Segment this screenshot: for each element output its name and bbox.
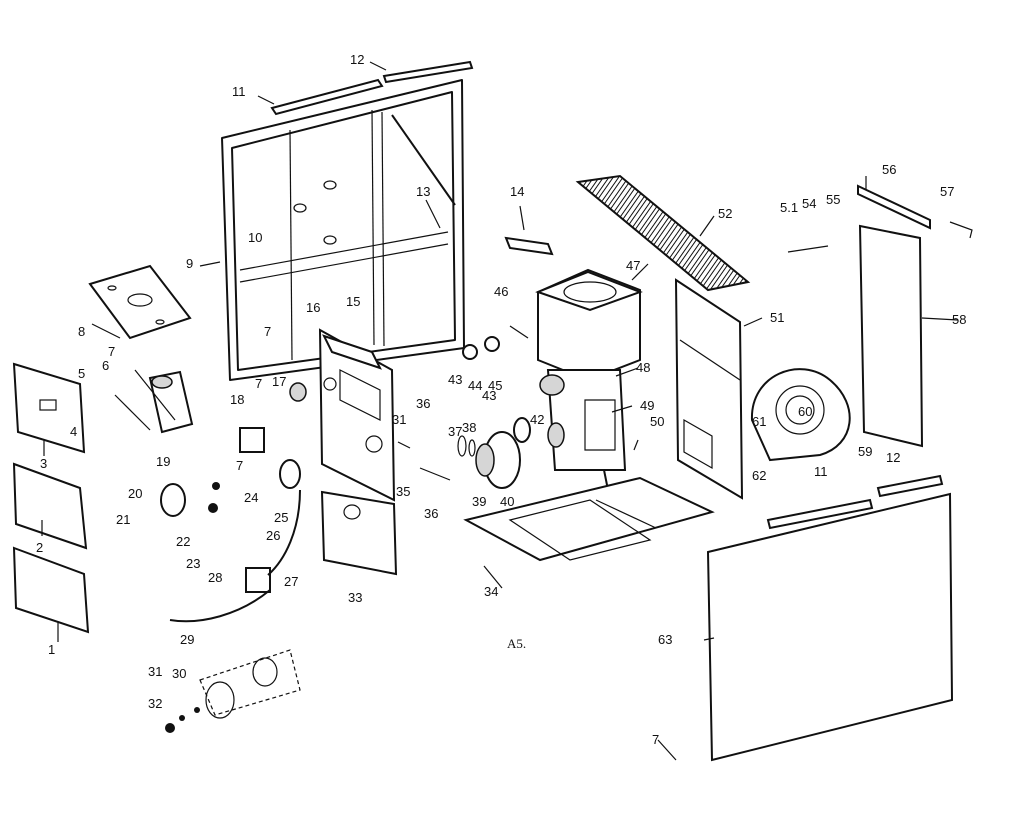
callout-44: 44 <box>468 378 482 393</box>
callout-11a: 11 <box>232 84 246 99</box>
callout-10: 10 <box>248 230 262 245</box>
small-parts <box>397 236 829 481</box>
callout-30: 30 <box>172 666 186 681</box>
callout-57: 57 <box>940 184 954 199</box>
callout-60: 60 <box>798 404 812 419</box>
burner-panels <box>318 328 398 576</box>
callout-17: 17 <box>272 374 286 389</box>
callout-18: 18 <box>230 392 244 407</box>
callout-23: 23 <box>186 556 200 571</box>
callout-22: 22 <box>176 534 190 549</box>
callout-11b: 11 <box>814 464 828 479</box>
callout-52: 52 <box>718 206 732 221</box>
callout-36b: 36 <box>424 506 438 521</box>
callout-63: 63 <box>658 632 672 647</box>
callout-55: 55 <box>826 192 840 207</box>
callout-50: 50 <box>650 414 664 429</box>
callout-5: 5 <box>78 366 85 381</box>
callout-39: 39 <box>472 494 486 509</box>
callout-7a: 7 <box>108 344 115 359</box>
callout-51: 51 <box>770 310 784 325</box>
callout-21: 21 <box>116 512 130 527</box>
callout-35: 35 <box>396 484 410 499</box>
callout-1: 1 <box>48 642 55 657</box>
callout-4: 4 <box>70 424 77 439</box>
callout-7e: 7 <box>652 732 659 747</box>
callout-29: 29 <box>180 632 194 647</box>
control-wiring <box>169 489 301 623</box>
heat-exchanger <box>535 268 643 491</box>
callout-46: 46 <box>494 284 508 299</box>
side-panel-58 <box>857 184 973 448</box>
callout-20: 20 <box>128 486 142 501</box>
gas-pipe-assembly <box>165 649 301 733</box>
callout-34: 34 <box>484 584 498 599</box>
callout-31a: 31 <box>148 664 162 679</box>
callout-48: 48 <box>636 360 650 375</box>
callout-58: 58 <box>952 312 966 327</box>
callout-28: 28 <box>208 570 222 585</box>
callout-59: 59 <box>858 444 872 459</box>
filter-52 <box>575 174 751 292</box>
callout-47: 47 <box>626 258 640 273</box>
callout-14: 14 <box>510 184 524 199</box>
callout-37: 37 <box>448 424 462 439</box>
burner-parts-left <box>114 369 307 517</box>
callout-43a: 43 <box>448 372 462 387</box>
callout-26: 26 <box>266 528 280 543</box>
callout-12a: 12 <box>350 52 364 67</box>
callout-7b: 7 <box>255 376 262 391</box>
callout-12b: 12 <box>886 450 900 465</box>
callout-6: 6 <box>102 358 109 373</box>
callout-19: 19 <box>156 454 170 469</box>
rear-panel-51 <box>674 278 744 500</box>
callout-54: 54 <box>802 196 816 211</box>
callout-labels: 1 2 3 4 5 6 7 7 7 7 7 8 9 10 11 11 12 12… <box>36 52 966 747</box>
callout-51s: 5.1 <box>780 200 798 215</box>
callout-9: 9 <box>186 256 193 271</box>
blower-59 <box>750 368 851 462</box>
callout-16: 16 <box>306 300 320 315</box>
callout-31b: 31 <box>392 412 406 427</box>
callout-13: 13 <box>416 184 430 199</box>
callout-8: 8 <box>78 324 85 339</box>
callout-25: 25 <box>274 510 288 525</box>
callout-61: 61 <box>752 414 766 429</box>
figure-caption: A5. <box>507 636 526 651</box>
callout-24: 24 <box>244 490 258 505</box>
top-plate-8 <box>88 264 192 340</box>
callout-15: 15 <box>346 294 360 309</box>
inducer-and-blower-motor <box>457 417 531 489</box>
callout-3: 3 <box>40 456 47 471</box>
access-doors <box>12 362 90 634</box>
callout-33: 33 <box>348 590 362 605</box>
callout-38: 38 <box>462 420 476 435</box>
callout-45: 45 <box>488 378 502 393</box>
callout-27: 27 <box>284 574 298 589</box>
callout-7d: 7 <box>236 458 243 473</box>
callout-56: 56 <box>882 162 896 177</box>
top-rails <box>270 60 474 116</box>
callout-43b: 43 <box>482 388 496 403</box>
base-34 <box>463 476 715 562</box>
callout-49: 49 <box>640 398 654 413</box>
callout-42: 42 <box>530 412 544 427</box>
callout-2: 2 <box>36 540 43 555</box>
front-panel-63 <box>706 474 954 762</box>
callout-62: 62 <box>752 468 766 483</box>
leader-lines <box>41 61 959 761</box>
callout-32: 32 <box>148 696 162 711</box>
callout-36a: 36 <box>416 396 430 411</box>
callout-40: 40 <box>500 494 514 509</box>
callout-7c: 7 <box>264 324 271 339</box>
